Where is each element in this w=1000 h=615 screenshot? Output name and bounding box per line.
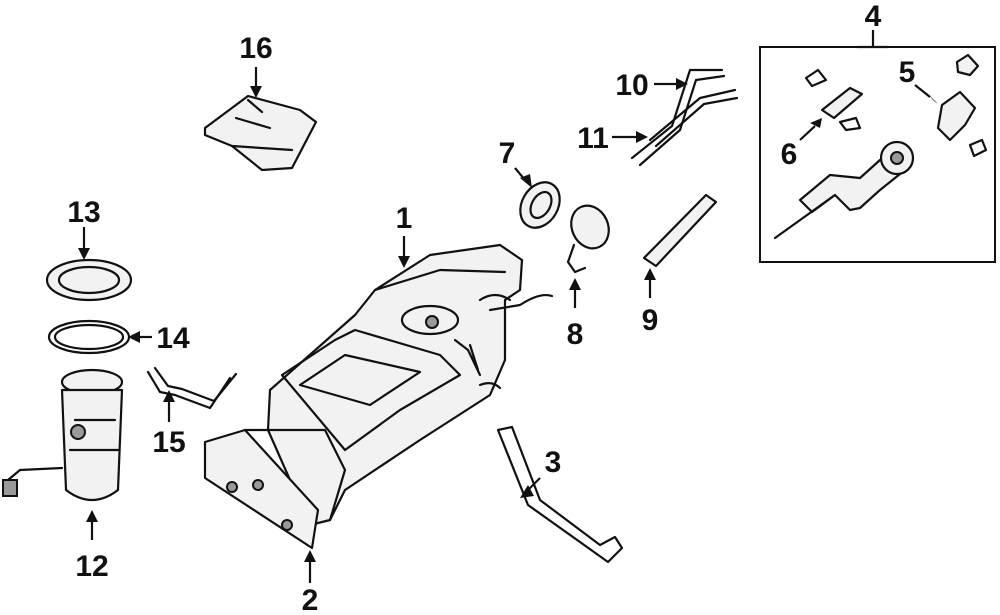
callout-1: 1	[396, 202, 413, 235]
callout-labels: 16 1 2 3 4 5 6 7 8 9 10 11 12 13 14 15	[67, 0, 915, 615]
part-1-fuel-tank	[266, 243, 554, 527]
part-2-skid-plate	[203, 428, 347, 550]
callout-5: 5	[899, 56, 916, 89]
callout-8: 8	[567, 318, 584, 351]
callout-11: 11	[577, 122, 609, 155]
part-7-grommet	[519, 181, 561, 229]
callout-6: 6	[781, 138, 798, 171]
leader-lines	[78, 30, 938, 583]
callout-3: 3	[545, 446, 562, 479]
parts-10-11-vent-tubes	[630, 68, 739, 167]
callout-16: 16	[239, 32, 272, 65]
part-9-hose	[642, 193, 718, 268]
part-13-lock-ring	[45, 258, 133, 302]
part-14-o-ring	[47, 319, 131, 355]
callout-13: 13	[67, 196, 100, 229]
callout-4: 4	[865, 0, 882, 33]
callout-15: 15	[152, 426, 185, 459]
callout-9: 9	[642, 304, 659, 337]
callout-7: 7	[499, 137, 516, 170]
callout-10: 10	[615, 69, 648, 102]
part-3-tank-strap	[496, 425, 624, 564]
part-15-fuel-line	[146, 366, 238, 410]
callout-14: 14	[156, 322, 190, 355]
part-4-filler-assembly	[759, 45, 996, 263]
callout-2: 2	[302, 584, 319, 615]
part-12-pump-module	[2, 368, 124, 502]
callout-12: 12	[75, 550, 108, 583]
part-8-cap	[566, 204, 610, 274]
part-16-shield	[203, 94, 318, 172]
